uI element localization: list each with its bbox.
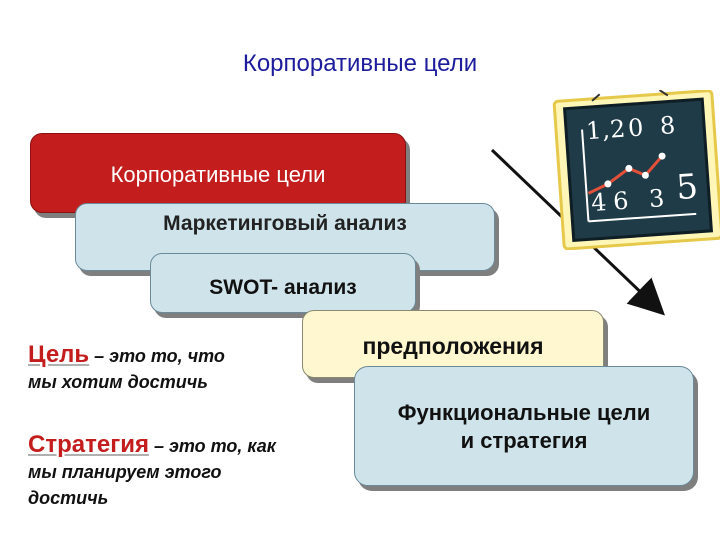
goal-text-1: – это то, что — [89, 346, 225, 366]
svg-text:3: 3 — [648, 184, 665, 213]
svg-text:8: 8 — [659, 111, 676, 140]
marketing-analysis-label: Маркетинговый анализ — [163, 212, 407, 235]
svg-text:5: 5 — [675, 167, 699, 208]
strategy-text-2: мы планируем этого — [28, 462, 222, 482]
svg-text:1: 1 — [585, 116, 602, 145]
svg-text:6: 6 — [612, 187, 629, 216]
functional-goals-label-line2: и стратегия — [460, 428, 588, 453]
corporate-goals-label: Корпоративные цели — [110, 162, 326, 187]
strategy-text-1: – это то, как — [148, 436, 276, 456]
corporate-goals-box: Корпоративные цели — [30, 133, 406, 213]
strategy-definition: Стратегия – это то, как мы планируем это… — [28, 432, 358, 511]
swot-analysis-label: SWOT- анализ — [209, 276, 357, 299]
goal-text-2: мы хотим достичь — [28, 372, 208, 392]
functional-goals-label-line1: Функциональные цели — [397, 400, 651, 425]
goal-term: Цель — [28, 341, 90, 368]
strategy-text-3: достичь — [28, 488, 109, 508]
swot-analysis-box: SWOT- анализ — [150, 253, 416, 313]
svg-text:0: 0 — [627, 113, 644, 142]
chalkboard-chart-icon: 1 , 2 0 8 4 6 3 5 — [545, 89, 720, 251]
goal-definition: Цель – это то, что мы хотим достичь — [28, 342, 328, 395]
assumptions-label: предположения — [362, 333, 544, 359]
functional-goals-box: Функциональные цели и стратегия — [354, 366, 694, 486]
svg-text:,: , — [601, 116, 611, 144]
svg-text:2: 2 — [609, 115, 626, 144]
svg-text:4: 4 — [590, 188, 607, 217]
strategy-term: Стратегия — [28, 431, 149, 458]
slide-title: Корпоративные цели — [242, 50, 478, 77]
